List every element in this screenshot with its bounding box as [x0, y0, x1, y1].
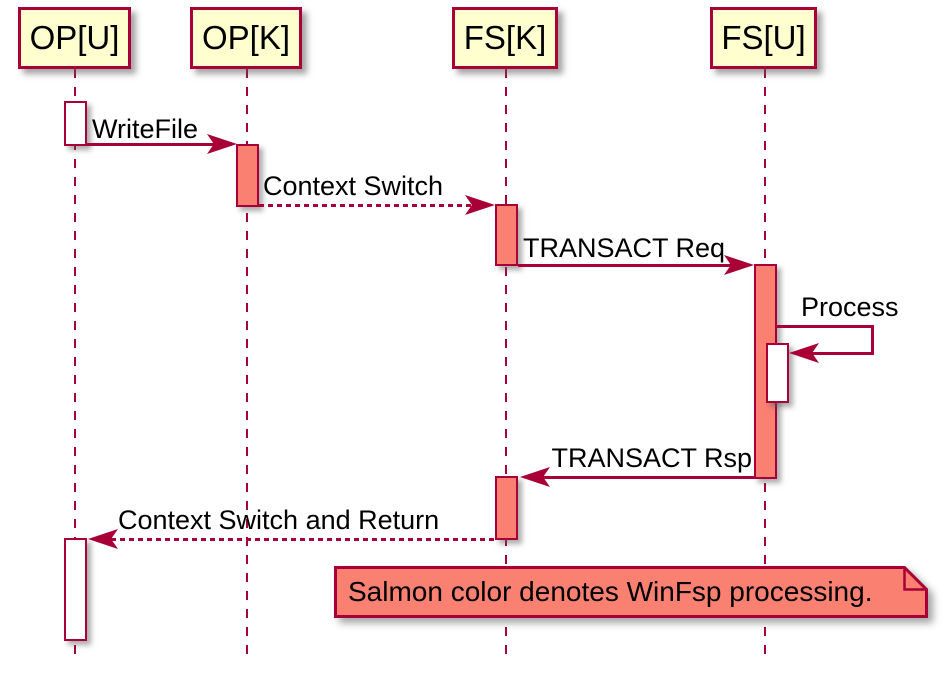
participant-label: OP[K] — [201, 19, 291, 56]
participant-box-fs-u: FS[U] — [710, 7, 817, 69]
activation-bar-fs-k-winfsp-rsp — [495, 476, 518, 540]
message-label-transact-req: TRANSACT Req — [523, 233, 726, 263]
self-message-line-top — [777, 325, 874, 328]
participant-label: FS[U] — [721, 19, 806, 56]
participant-box-fs-k: FS[K] — [452, 7, 558, 69]
message-label-context-switch: Context Switch — [263, 171, 444, 201]
activation-bar-fs-u-process-nested — [766, 343, 789, 403]
participant-box-op-k: OP[K] — [190, 7, 302, 69]
participant-box-op-u: OP[U] — [18, 7, 131, 69]
note-text: Salmon color denotes WinFsp processing. — [348, 576, 873, 607]
message-label-transact-rsp: TRANSACT Rsp — [551, 443, 752, 473]
activation-bar-fs-k-winfsp-req — [495, 204, 518, 266]
note-shape-icon — [334, 566, 928, 618]
note: Salmon color denotes WinFsp processing. — [334, 566, 928, 618]
lifeline-op-u — [74, 69, 76, 655]
participant-label: FS[K] — [463, 19, 547, 56]
message-label-writefile: WriteFile — [92, 114, 199, 144]
message-line-context-switch-return — [111, 538, 495, 541]
message-label-context-switch-return: Context Switch and Return — [118, 505, 440, 535]
activation-bar-op-u-return — [64, 538, 87, 641]
participant-label: OP[U] — [29, 19, 120, 56]
self-message-line-bottom — [812, 352, 874, 355]
message-line-writefile — [87, 143, 215, 146]
activation-bar-op-k-winfsp — [236, 144, 259, 207]
message-label-process: Process — [801, 292, 899, 322]
message-line-context-switch — [259, 204, 472, 207]
lifeline-op-k — [246, 69, 248, 655]
self-message-line-vertical — [871, 325, 874, 355]
message-line-transact-req — [518, 264, 731, 267]
message-line-transact-rsp — [543, 476, 754, 479]
activation-bar-op-u-start — [64, 101, 87, 146]
lifeline-fs-k — [505, 69, 507, 655]
